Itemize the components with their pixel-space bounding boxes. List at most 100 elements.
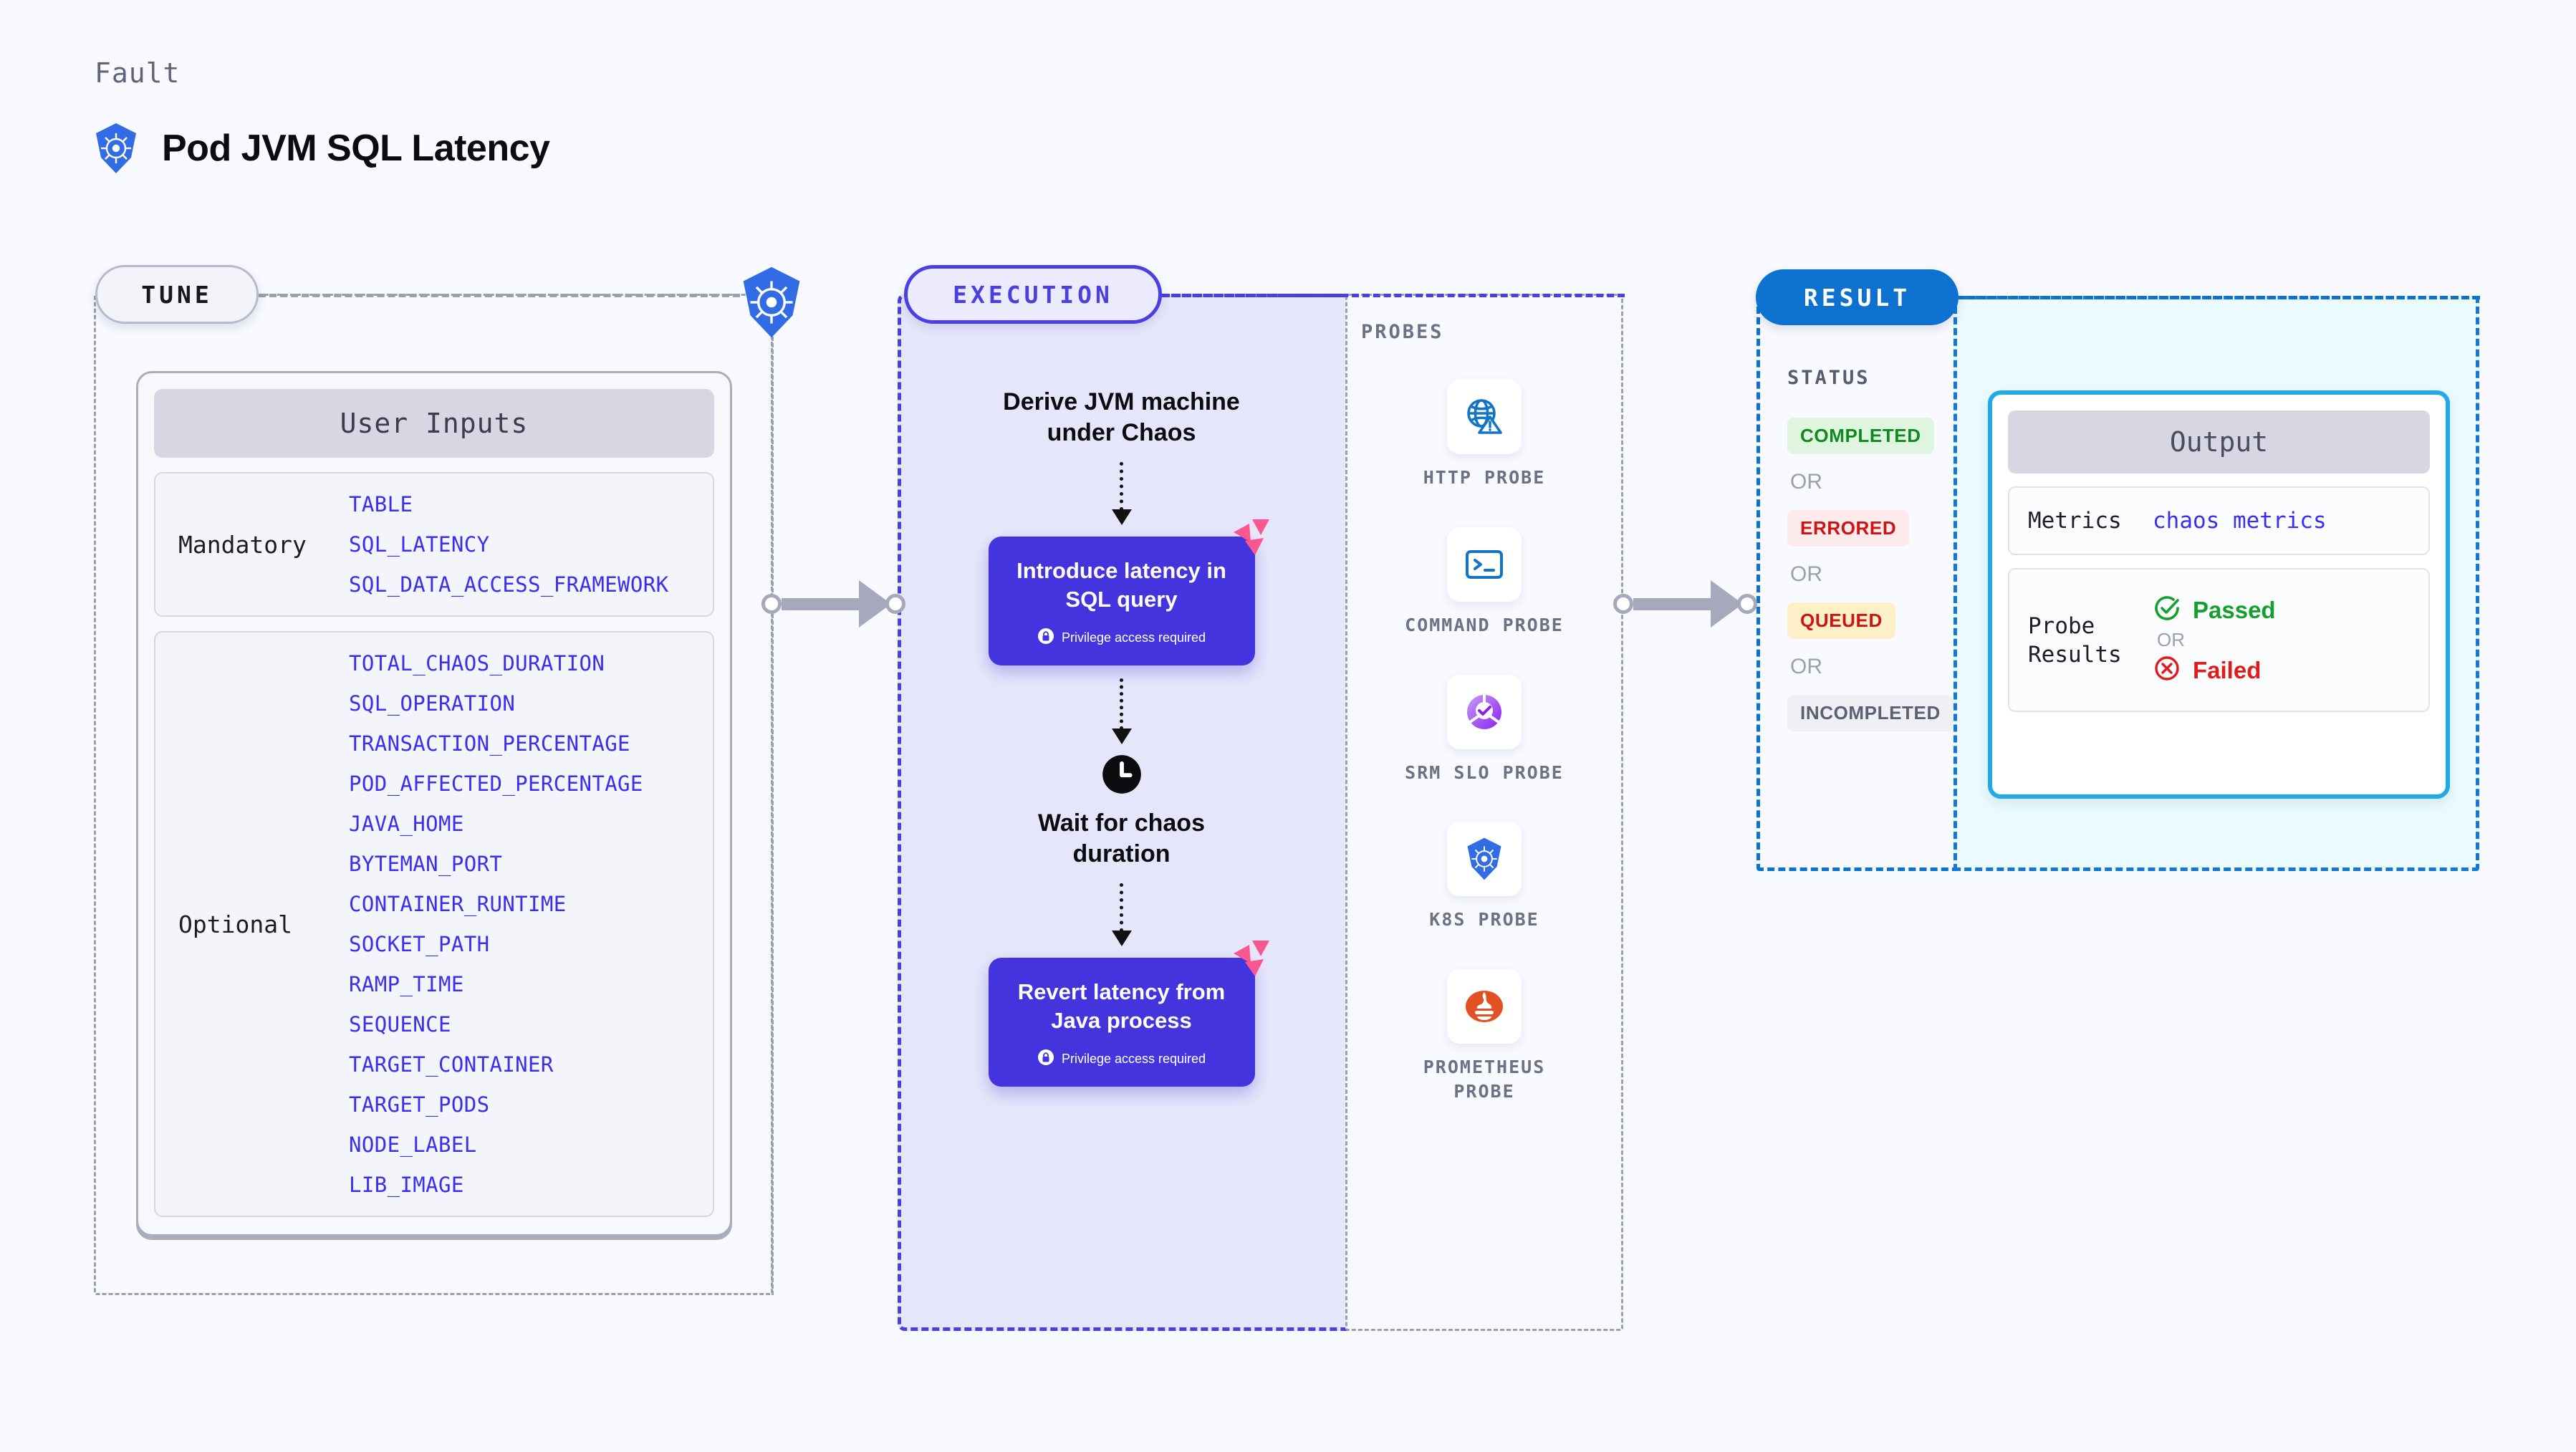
metrics-label: Metrics <box>2028 508 2122 534</box>
param-item[interactable]: JAVA_HOME <box>349 812 464 836</box>
user-inputs-title: User Inputs <box>154 389 714 458</box>
probe-label: HTTP PROBE <box>1423 467 1546 488</box>
probe-results-values: Passed OR Failed <box>2153 594 2276 686</box>
flow-arrow <box>1111 678 1132 744</box>
status-badge-completed: COMPLETED <box>1787 418 1934 454</box>
page-title: Pod JVM SQL Latency <box>162 128 550 169</box>
param-item[interactable]: SQL_OPERATION <box>349 691 516 716</box>
probe-label: SRM SLO PROBE <box>1405 761 1564 783</box>
probe-item-prometheus[interactable]: PROMETHEUS PROBE <box>1402 969 1567 1104</box>
param-item[interactable]: SOCKET_PATH <box>349 932 490 956</box>
lock-icon <box>1037 628 1054 648</box>
param-item[interactable]: CONTAINER_RUNTIME <box>349 892 567 916</box>
slo-gauge-icon <box>1446 674 1522 749</box>
param-item[interactable]: LIB_IMAGE <box>349 1173 464 1197</box>
privilege-note: Privilege access required <box>1037 628 1206 648</box>
arrow-end-dot <box>885 594 905 614</box>
result-header-connector <box>1957 296 2480 299</box>
fault-eyebrow: Fault <box>95 57 181 89</box>
execution-header-connector <box>1160 294 1625 297</box>
probe-item-http[interactable]: HTTP PROBE <box>1423 380 1546 490</box>
kubernetes-icon <box>93 122 139 175</box>
fault-title-row: Pod JVM SQL Latency <box>93 122 550 175</box>
user-inputs-card: User Inputs Mandatory TABLE SQL_LATENCY … <box>136 371 732 1236</box>
probe-result-failed: Failed <box>2153 654 2276 686</box>
param-item[interactable]: TRANSACTION_PERCENTAGE <box>349 731 630 756</box>
probe-result-or: OR <box>2157 629 2185 651</box>
tune-pill[interactable]: TUNE <box>95 265 259 324</box>
optional-param-group: Optional TOTAL_CHAOS_DURATION SQL_OPERAT… <box>154 631 714 1217</box>
status-column: STATUS COMPLETED OR ERRORED OR QUEUED OR… <box>1787 367 1953 731</box>
arrow-shaft <box>1633 597 1712 610</box>
metrics-value[interactable]: chaos metrics <box>2153 508 2327 534</box>
probes-title: PROBES <box>1361 321 1444 343</box>
globe-warning-icon <box>1446 380 1522 454</box>
litmus-icon <box>1229 938 1272 981</box>
mandatory-param-group: Mandatory TABLE SQL_LATENCY SQL_DATA_ACC… <box>154 472 714 617</box>
param-item[interactable]: SQL_LATENCY <box>349 532 490 557</box>
result-pill[interactable]: RESULT <box>1756 269 1959 325</box>
clock-icon <box>1102 754 1142 798</box>
param-item[interactable]: BYTEMAN_PORT <box>349 852 503 876</box>
privilege-note: Privilege access required <box>1037 1049 1206 1069</box>
param-item[interactable]: TARGET_PODS <box>349 1092 490 1117</box>
optional-param-list: TOTAL_CHAOS_DURATION SQL_OPERATION TRANS… <box>349 651 643 1197</box>
param-item[interactable]: POD_AFFECTED_PERCENTAGE <box>349 771 643 796</box>
param-item[interactable]: SEQUENCE <box>349 1012 451 1037</box>
probe-result-passed: Passed <box>2153 594 2276 626</box>
status-or: OR <box>1790 655 1822 678</box>
execution-pill[interactable]: EXECUTION <box>904 265 1162 324</box>
optional-label: Optional <box>178 910 292 938</box>
probe-item-srm-slo[interactable]: SRM SLO PROBE <box>1405 674 1564 785</box>
param-item[interactable]: TABLE <box>349 492 413 516</box>
litmus-icon <box>1229 516 1272 559</box>
tune-to-execution-arrow <box>761 580 909 628</box>
execution-to-result-arrow <box>1613 580 1761 628</box>
kubernetes-icon <box>1447 822 1522 897</box>
tune-column-right-edge <box>772 324 774 1295</box>
kubernetes-icon <box>734 265 809 343</box>
probes-column-frame <box>1345 294 1623 1331</box>
passed-label: Passed <box>2193 596 2276 623</box>
param-item[interactable]: SQL_DATA_ACCESS_FRAMEWORK <box>349 572 669 597</box>
terminal-icon <box>1446 527 1522 602</box>
output-metrics-row: Metrics chaos metrics <box>2008 486 2430 556</box>
privilege-text: Privilege access required <box>1061 630 1206 645</box>
probes-list: HTTP PROBE COMMAND PROBE <box>1345 380 1623 1104</box>
status-badge-queued: QUEUED <box>1787 602 1895 639</box>
arrow-start-dot <box>1613 594 1633 614</box>
status-title: STATUS <box>1787 367 1870 389</box>
param-item[interactable]: TOTAL_CHAOS_DURATION <box>349 651 605 675</box>
probe-item-command[interactable]: COMMAND PROBE <box>1405 527 1564 638</box>
param-item[interactable]: NODE_LABEL <box>349 1133 477 1157</box>
mandatory-param-list: TABLE SQL_LATENCY SQL_DATA_ACCESS_FRAMEW… <box>349 492 669 597</box>
failed-label: Failed <box>2193 656 2262 683</box>
status-badge-errored: ERRORED <box>1787 510 1910 547</box>
flow-arrow <box>1111 883 1132 946</box>
arrow-start-dot <box>761 594 782 614</box>
lock-icon <box>1037 1049 1054 1069</box>
probe-label: K8S PROBE <box>1429 909 1539 931</box>
tune-header-connector <box>259 294 740 297</box>
output-title: Output <box>2008 410 2430 473</box>
arrow-end-dot <box>1737 594 1757 614</box>
param-item[interactable]: RAMP_TIME <box>349 972 464 996</box>
probe-label: PROMETHEUS PROBE <box>1423 1057 1546 1102</box>
status-or: OR <box>1790 562 1822 586</box>
status-badge-incompleted: INCOMPLETED <box>1787 695 1953 731</box>
mandatory-label: Mandatory <box>178 530 307 559</box>
probe-item-k8s[interactable]: K8S PROBE <box>1429 822 1539 932</box>
flow-arrow <box>1111 462 1132 525</box>
param-item[interactable]: TARGET_CONTAINER <box>349 1052 554 1077</box>
